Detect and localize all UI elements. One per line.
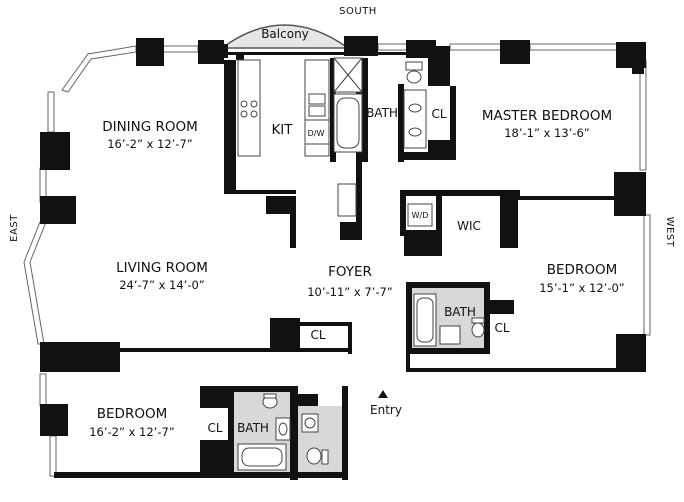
master-closet-label: CL (431, 107, 446, 121)
dishwasher-label: D/W (308, 129, 325, 138)
master-bedroom-size: 18’-1” x 13’-6” (504, 126, 590, 140)
lower-bath-label: BATH (237, 421, 269, 435)
balcony: Balcony (219, 24, 351, 49)
foyer-closet-label: CL (310, 328, 325, 342)
room-labels: DINING ROOM 16’-2” x 12’-7” KIT D/W BATH… (89, 106, 625, 439)
living-room-size: 24’-7” x 14’-0” (119, 278, 205, 292)
entry-label: Entry (370, 403, 402, 417)
dining-room-size: 16’-2” x 12’-7” (107, 137, 193, 151)
middle-bath-label: BATH (444, 305, 476, 319)
walls (40, 36, 646, 480)
bedroom-southwest-size: 16’-2” x 12’-7” (89, 425, 175, 439)
washer-dryer-label: W/D (412, 211, 429, 220)
master-bedroom-name: MASTER BEDROOM (482, 108, 612, 124)
fixtures (237, 57, 485, 471)
compass-east: EAST (9, 214, 20, 242)
dining-room-name: DINING ROOM (102, 119, 198, 135)
compass-south: SOUTH (339, 6, 377, 17)
master-bath-label: BATH (366, 106, 398, 120)
compass-west: WEST (664, 217, 675, 248)
bedroom-closet-label: CL (207, 421, 222, 435)
foyer-size: 10’-11” x 7’-7” (307, 285, 393, 299)
bedroom-west-size: 15’-1” x 12’-0” (539, 281, 625, 295)
kitchen-label: KIT (271, 122, 293, 138)
entry-arrow (378, 390, 388, 398)
bedroom-west-name: BEDROOM (547, 262, 617, 278)
middle-closet-label: CL (494, 321, 509, 335)
balcony-label: Balcony (261, 27, 309, 41)
foyer-name: FOYER (328, 264, 372, 280)
bedroom-southwest-name: BEDROOM (97, 406, 167, 422)
living-room-name: LIVING ROOM (116, 260, 208, 276)
walk-in-closet-label: WIC (457, 219, 481, 233)
